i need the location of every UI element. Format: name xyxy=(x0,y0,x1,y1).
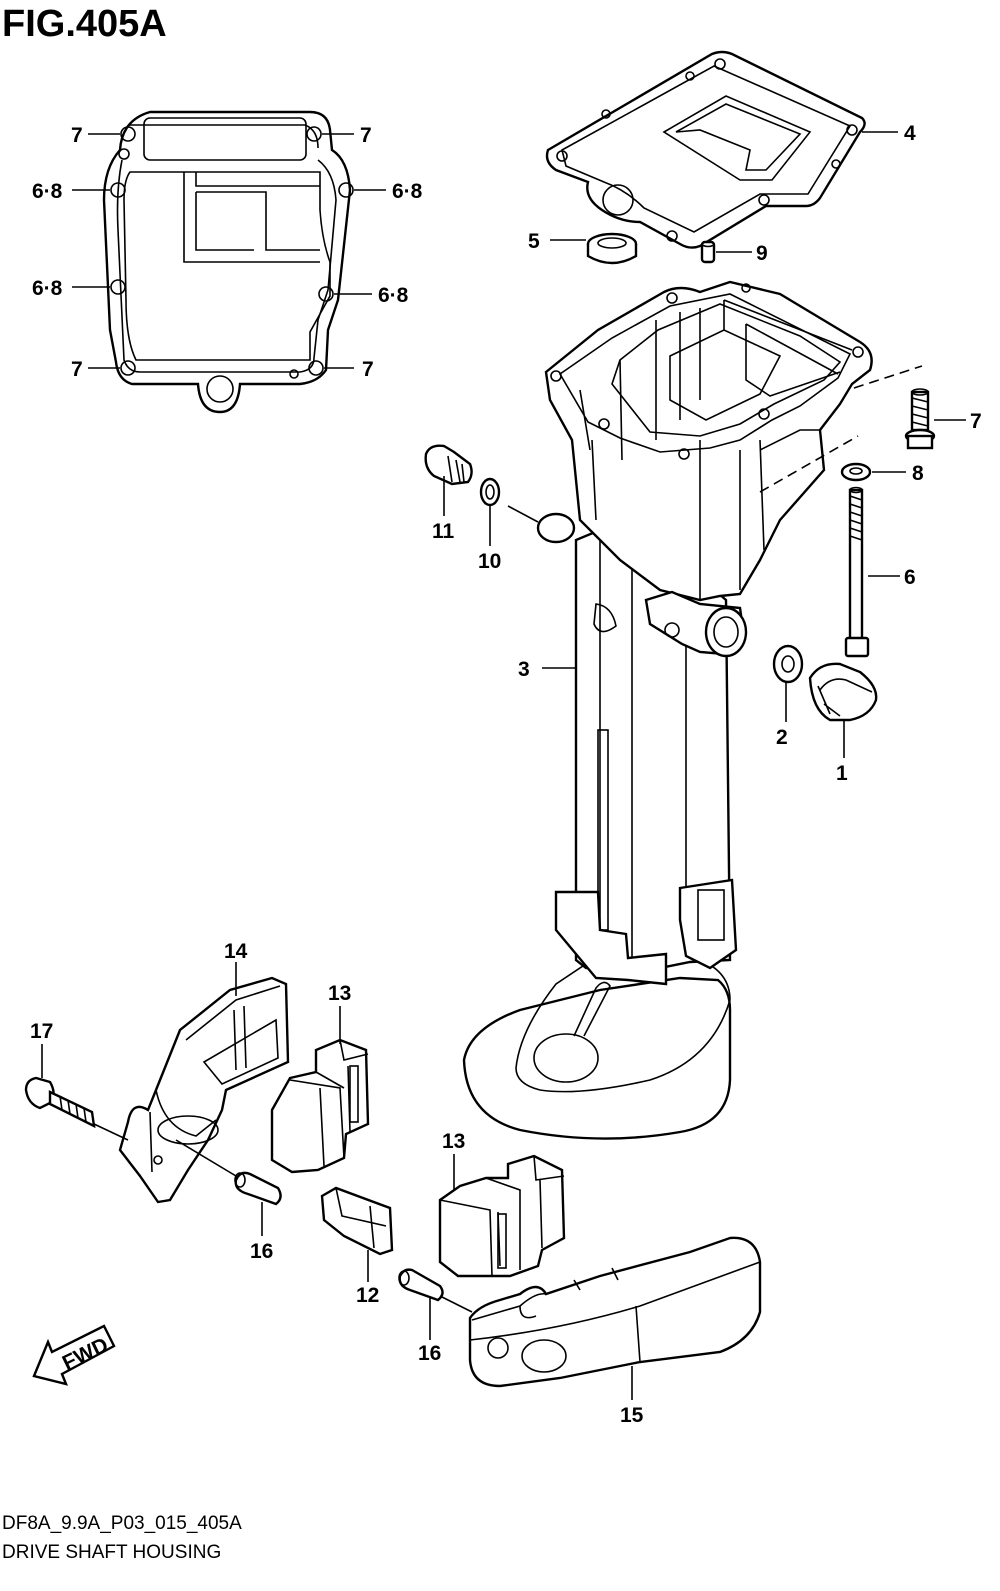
callout-17: 17 xyxy=(30,1020,53,1043)
dowel-pin-part-9 xyxy=(700,240,716,264)
callout-3: 3 xyxy=(518,658,530,681)
callout-6: 6 xyxy=(904,566,916,589)
bolt-part-17 xyxy=(24,1076,96,1129)
bolt-part-6 xyxy=(844,486,870,658)
oil-seal-part-5 xyxy=(586,232,638,265)
gasket-detail-view xyxy=(102,110,354,414)
callout-7-bottom-right: 7 xyxy=(362,358,374,381)
callout-16-upper: 16 xyxy=(250,1240,273,1263)
mount-bracket-part-14 xyxy=(118,976,290,1204)
callout-13-lower: 13 xyxy=(442,1130,465,1153)
callout-labels: 7 7 6·8 6·8 6·8 6·8 7 7 4 5 9 7 8 6 11 1… xyxy=(30,122,982,1427)
callout-6-8-left-upper: 6·8 xyxy=(32,180,63,203)
rubber-mount-part-13-upper xyxy=(270,1038,370,1174)
callout-1: 1 xyxy=(836,762,848,785)
callout-2: 2 xyxy=(776,726,788,749)
washer-part-8 xyxy=(840,462,872,482)
gasket-part-10 xyxy=(479,477,501,507)
stopper-part-12 xyxy=(320,1186,394,1256)
callout-4: 4 xyxy=(904,122,916,145)
callout-6-8-right-lower: 6·8 xyxy=(378,284,409,307)
gasket-part-4 xyxy=(545,50,866,249)
drawing-code: DF8A_9.9A_P03_015_405A xyxy=(2,1513,242,1534)
bolt-part-7 xyxy=(904,388,936,450)
pin-part-16-lower xyxy=(398,1268,444,1302)
plug-part-11 xyxy=(424,444,473,486)
callout-12: 12 xyxy=(356,1284,379,1307)
callout-5: 5 xyxy=(528,230,540,253)
callout-10: 10 xyxy=(478,550,501,573)
callout-8: 8 xyxy=(912,462,924,485)
pin-part-16-upper xyxy=(234,1171,282,1206)
callout-7-top-right: 7 xyxy=(360,124,372,147)
callout-7: 7 xyxy=(970,410,982,433)
callout-16-lower: 16 xyxy=(418,1342,441,1365)
callout-7-top-left: 7 xyxy=(71,124,83,147)
callout-11: 11 xyxy=(432,520,455,543)
callout-6-8-right-upper: 6·8 xyxy=(392,180,423,203)
lower-bracket-part-15 xyxy=(468,1236,762,1388)
rubber-mount-part-13-lower xyxy=(438,1154,566,1278)
drive-shaft-housing-part-3 xyxy=(462,280,923,1140)
figure-title: FIG.405A xyxy=(2,3,167,45)
fwd-arrow-icon: FWD xyxy=(32,1324,116,1386)
callout-9: 9 xyxy=(756,242,768,265)
callout-6-8-left-lower: 6·8 xyxy=(32,277,63,300)
plug-part-1 xyxy=(808,662,878,722)
callout-15: 15 xyxy=(620,1404,644,1427)
callout-14: 14 xyxy=(224,940,248,963)
callout-7-bottom-left: 7 xyxy=(71,358,83,381)
gasket-part-2 xyxy=(772,644,804,684)
leader-lines xyxy=(41,131,966,1400)
callout-13-upper: 13 xyxy=(328,982,351,1005)
drawing-caption: DRIVE SHAFT HOUSING xyxy=(2,1542,221,1563)
